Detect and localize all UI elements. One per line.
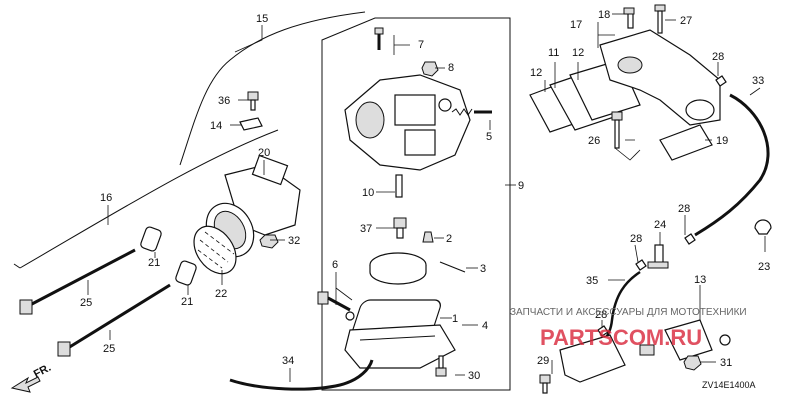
callout-10: 10 <box>362 187 374 199</box>
callout-24: 24 <box>654 219 666 231</box>
callout-2: 2 <box>446 233 452 245</box>
callout-8: 8 <box>448 62 454 74</box>
throttle-cable-15 <box>179 11 366 166</box>
nut-8 <box>421 61 439 77</box>
watermark-caption: ЗАПЧАСТИ И АКСЕССУАРЫ ДЛЯ МОТОТЕХНИКИ <box>510 307 747 318</box>
float-valve-2 <box>422 231 434 243</box>
callout-14: 14 <box>210 120 222 132</box>
callout-36: 36 <box>218 95 230 107</box>
callout-37: 37 <box>360 223 372 235</box>
callout-30: 30 <box>468 370 480 382</box>
clip-28-b <box>684 233 696 245</box>
callout-7: 7 <box>418 39 424 51</box>
choke-cable-16 <box>19 129 279 269</box>
joint-24 <box>647 244 669 269</box>
callout-28-a: 28 <box>712 51 724 63</box>
bolt-36 <box>247 91 259 111</box>
callout-6: 6 <box>332 259 338 271</box>
callout-27: 27 <box>680 15 692 27</box>
callouts: 15 7 8 5 9 10 37 2 3 6 1 4 30 34 20 32 2… <box>80 9 770 382</box>
float-chamber-4 <box>344 324 456 369</box>
drain-screw-6 <box>317 291 355 321</box>
callout-26: 26 <box>588 135 600 147</box>
bolt-26 <box>611 111 623 149</box>
gasket-19 <box>659 124 713 161</box>
callout-19: 19 <box>716 135 728 147</box>
callout-28-c: 28 <box>630 233 642 245</box>
front-direction-arrow: FR. <box>10 362 53 393</box>
callout-3: 3 <box>480 263 486 275</box>
carburetor-group-frame <box>321 17 511 391</box>
nozzle-37 <box>393 217 407 239</box>
bolt-18 <box>623 7 635 29</box>
float-3 <box>369 252 466 285</box>
main-jet-10 <box>395 174 403 198</box>
callout-17: 17 <box>570 19 582 31</box>
callout-32: 32 <box>288 235 300 247</box>
callout-18: 18 <box>598 9 610 21</box>
callout-1: 1 <box>452 313 458 325</box>
callout-25-b: 25 <box>103 343 115 355</box>
callout-23: 23 <box>758 261 770 273</box>
stud-bolt-25-a <box>19 248 136 315</box>
nut-31 <box>683 355 702 371</box>
pilot-screw-5 <box>451 108 492 116</box>
carburetor-body <box>344 74 471 171</box>
collar-21-a <box>140 226 162 252</box>
leader-lines <box>87 13 766 382</box>
drain-bolt-30 <box>435 355 447 377</box>
callout-28-d: 28 <box>595 309 607 321</box>
fuel-hose-33 <box>694 93 770 237</box>
callout-5: 5 <box>486 131 492 143</box>
air-intake-elbow-20 <box>205 154 301 258</box>
collar-21-b <box>175 260 197 286</box>
watermark-logo: PARTSCOM.RU <box>540 325 702 350</box>
callout-9: 9 <box>518 180 524 192</box>
callout-29: 29 <box>537 355 549 367</box>
callout-12-b: 12 <box>572 47 584 59</box>
callout-28-b: 28 <box>678 203 690 215</box>
callout-4: 4 <box>482 320 488 332</box>
callout-16: 16 <box>100 192 112 204</box>
callout-20: 20 <box>258 147 270 159</box>
bolt-29 <box>539 374 551 394</box>
drain-tube-34 <box>229 359 374 391</box>
clip-28-a <box>715 75 727 87</box>
callout-21-a: 21 <box>148 257 160 269</box>
nut-32 <box>259 234 279 249</box>
clip-28-c <box>635 259 647 271</box>
diagram-code: ZV14E1400A <box>702 380 756 390</box>
callout-12-a: 12 <box>530 67 542 79</box>
bolt-27 <box>654 4 666 34</box>
callout-25-a: 25 <box>80 297 92 309</box>
callout-13: 13 <box>694 274 706 286</box>
screen-22 <box>193 225 237 275</box>
callout-35: 35 <box>586 275 598 287</box>
intake-manifold-17 <box>599 29 721 126</box>
callout-33: 33 <box>752 75 764 87</box>
cable-end-16 <box>13 263 21 269</box>
callout-15: 15 <box>256 13 268 25</box>
callout-34: 34 <box>282 355 294 367</box>
stud-bolt-25-b <box>57 283 171 357</box>
callout-21-b: 21 <box>181 296 193 308</box>
screw-7 <box>374 27 384 50</box>
callout-11: 11 <box>548 47 559 59</box>
clip-23 <box>754 219 772 235</box>
cable-bracket-14 <box>239 117 263 131</box>
fuel-pump-13 <box>559 319 731 383</box>
direction-label: FR. <box>32 362 53 381</box>
callout-22: 22 <box>215 288 227 300</box>
callout-31: 31 <box>720 357 732 369</box>
